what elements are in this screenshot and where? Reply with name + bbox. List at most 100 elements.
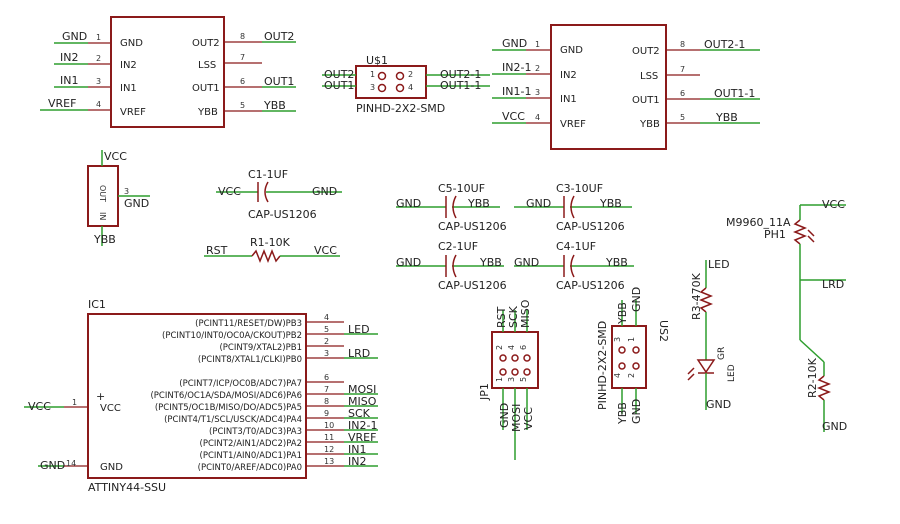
jp1-pin1: 1 <box>495 377 504 382</box>
u1-pin2: 2 <box>408 70 413 79</box>
jp1-net-miso: MISO <box>519 299 532 328</box>
driver2-net-vcc: VCC <box>502 110 525 123</box>
regulator: VCC GND YBB OUT IN 3 <box>87 150 150 246</box>
driver2-net-out2-1: OUT2-1 <box>704 38 745 51</box>
c5-net-ybb: YBB <box>467 197 490 210</box>
u1-net-out1: OUT1 <box>324 79 354 92</box>
us2-pin2: 2 <box>627 373 636 378</box>
led-branch: LED R3-470K GR LED GND <box>687 258 737 411</box>
driver1-net-out1: OUT1 <box>264 75 294 88</box>
jp1-net-gnd: GND <box>498 403 511 428</box>
u1-name: U$1 <box>366 54 388 67</box>
driver2-label-gnd: GND <box>560 45 583 56</box>
u1-net-out2-1: OUT2-1 <box>440 68 481 81</box>
ph-net-vcc: VCC <box>822 198 845 211</box>
us2-header: US2 PINHD-2X2-SMD YBB GND YBB GND 3 1 4 … <box>596 287 670 425</box>
led-gr: GR <box>717 347 727 360</box>
ic1-pin-label: (PCINT9/XTAL2)PB1 <box>219 343 302 353</box>
ic1-pin-number: 2 <box>324 337 329 346</box>
driver1-pin2-num: 2 <box>96 54 101 63</box>
driver1-pin1-num: 1 <box>96 33 101 42</box>
capacitor-c4: GND YBB C4-1UF CAP-US1206 <box>514 240 634 292</box>
ic1-pin-label: (PCINT7/ICP/OC0B/ADC7)PA7 <box>179 379 302 389</box>
driver1-pin5-num: 5 <box>240 101 245 110</box>
driver1-net-vref: VREF <box>48 97 76 110</box>
driver1-net-in1: IN1 <box>60 74 78 87</box>
ic1-pin-label: (PCINT1/AIN0/ADC1)PA1 <box>200 451 302 461</box>
ic1-pin-number: 8 <box>324 397 329 406</box>
ic1-net-label: VREF <box>348 431 376 444</box>
led-net-gnd: GND <box>706 398 731 411</box>
us2-pin1: 1 <box>627 337 636 342</box>
ph-net-lrd: LRD <box>822 278 844 291</box>
ic1-label-gnd: GND <box>100 462 123 473</box>
u1-header: U$1 PINHD-2X2-SMD OUT2 OUT1 OUT2-1 OUT1-… <box>322 54 490 115</box>
r1-net-rst: RST <box>206 244 228 257</box>
ic1-pin-label: (PCINT6/OC1A/SDA/MOSI/ADC6)PA6 <box>150 391 302 401</box>
driver1-label-in1: IN1 <box>120 83 137 94</box>
driver-2: GND IN2-1 IN1-1 VCC 1 2 3 4 GND IN2 IN1 … <box>492 24 760 150</box>
u1-pin3: 3 <box>370 83 375 92</box>
driver1-net-out2: OUT2 <box>264 30 294 43</box>
driver1-net-gnd: GND <box>62 30 87 43</box>
driver2-label-out2: OUT2 <box>632 46 660 57</box>
driver2-pin1-num: 1 <box>535 40 540 49</box>
c4-name: C4-1UF <box>556 240 596 253</box>
c2-name: C2-1UF <box>438 240 478 253</box>
ic1-pin-label: (PCINT0/AREF/ADC0)PA0 <box>198 463 302 473</box>
driver2-pin7-num: 7 <box>680 65 685 74</box>
ic1-net-label: LRD <box>348 347 370 360</box>
us2-net-ybb-top: YBB <box>616 302 629 325</box>
regulator-out-label: OUT <box>98 185 107 202</box>
c3-net-gnd: GND <box>526 197 551 210</box>
driver1-label-out1: OUT1 <box>192 83 220 94</box>
driver1-label-ybb: YBB <box>197 107 218 118</box>
jp1-net-vcc: VCC <box>522 407 535 430</box>
jp1-name: JP1 <box>478 383 491 401</box>
ic1-pin-label: (PCINT5/OC1B/MISO/DO/ADC5)PA5 <box>155 403 302 413</box>
c3-name: C3-10UF <box>556 182 603 195</box>
ph1-ref: PH1 <box>764 228 786 241</box>
u1-net-out1-1: OUT1-1 <box>440 79 481 92</box>
jp1-net-rst: RST <box>495 306 508 328</box>
ic1-pin-number: 12 <box>324 445 334 454</box>
ph-net-gnd: GND <box>822 420 847 433</box>
ic1-net-vcc: VCC <box>28 400 51 413</box>
ph1-name: M9960_11A <box>726 216 791 229</box>
driver1-pin7-num: 7 <box>240 53 245 62</box>
driver2-label-in1: IN1 <box>560 94 577 105</box>
driver2-net-in2-1: IN2-1 <box>502 61 531 74</box>
us2-pin3: 3 <box>613 337 622 342</box>
regulator-in-label: IN <box>98 212 107 220</box>
c5-value: CAP-US1206 <box>438 220 507 233</box>
c3-value: CAP-US1206 <box>556 220 625 233</box>
led-label: LED <box>727 364 737 382</box>
u1-value: PINHD-2X2-SMD <box>356 102 445 115</box>
c3-net-ybb: YBB <box>599 197 622 210</box>
driver1-pin3-num: 3 <box>96 77 101 86</box>
regulator-net-vcc: VCC <box>104 150 127 163</box>
us2-net-gnd-top: GND <box>630 287 643 312</box>
c1-net-gnd: GND <box>312 185 337 198</box>
c2-value: CAP-US1206 <box>438 279 507 292</box>
driver2-pin3-num: 3 <box>535 88 540 97</box>
driver2-pin4-num: 4 <box>535 113 540 122</box>
ic1-pin-label: (PCINT8/XTAL1/CLKI)PB0 <box>198 355 302 365</box>
ic1-pin-number: 13 <box>324 457 334 466</box>
ic1-net-label: IN1 <box>348 443 366 456</box>
r1-net-vcc: VCC <box>314 244 337 257</box>
jp1-pin6: 6 <box>519 345 528 350</box>
regulator-pin3: 3 <box>124 187 129 196</box>
ic1-attiny44: IC1 ATTINY44-SSU VCC GND 1 14 VCC GND + … <box>24 298 378 494</box>
driver1-pin6-num: 6 <box>240 77 245 86</box>
driver2-label-in2: IN2 <box>560 70 577 81</box>
ic1-pin-number: 9 <box>324 409 329 418</box>
resistor-r1: RST R1-10K VCC <box>204 236 340 264</box>
ic1-pin-label: (PCINT3/T0/ADC3)PA3 <box>209 427 302 437</box>
c4-value: CAP-US1206 <box>556 279 625 292</box>
driver2-label-ybb: YBB <box>639 119 660 130</box>
capacitor-c2: GND YBB C2-1UF CAP-US1206 <box>396 240 507 292</box>
ic1-net-gnd: GND <box>40 459 65 472</box>
c1-value: CAP-US1206 <box>248 208 317 221</box>
capacitor-c1: VCC GND C1-1UF CAP-US1206 <box>216 168 342 221</box>
